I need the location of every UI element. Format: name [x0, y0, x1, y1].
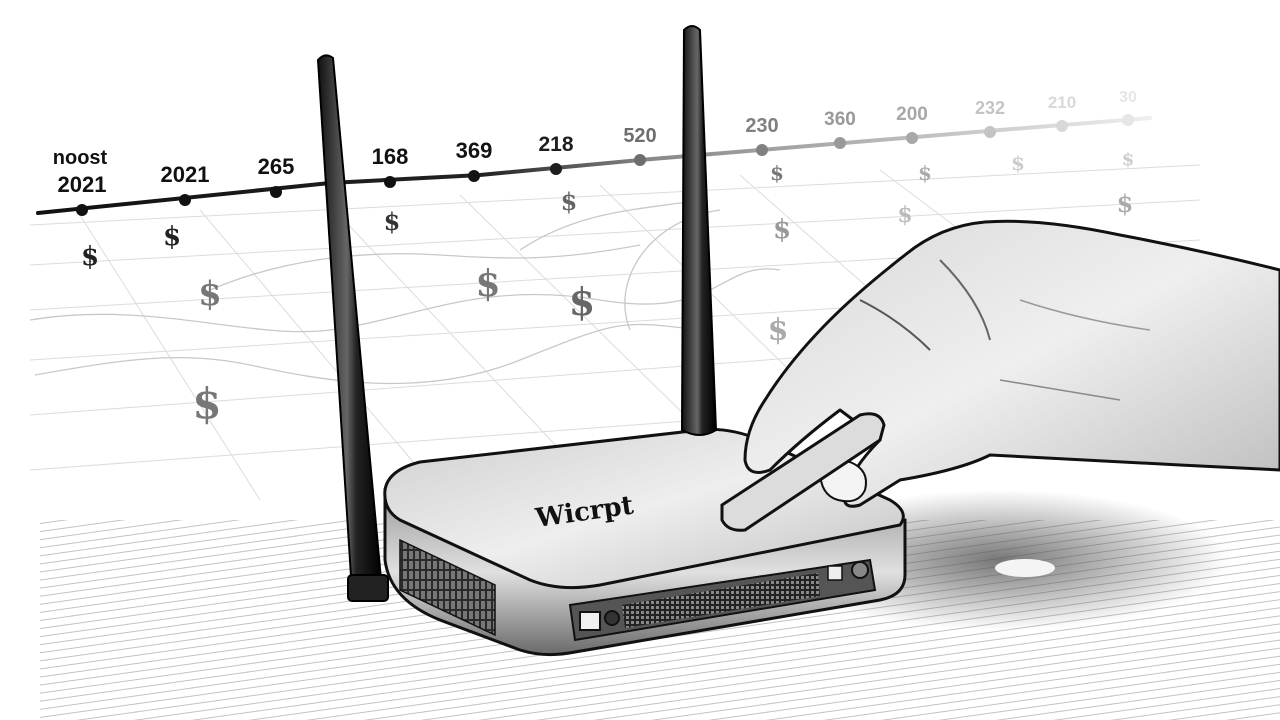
timeline-point: [384, 176, 396, 188]
timeline-points: [76, 114, 1134, 216]
timeline-point: [1056, 120, 1068, 132]
dollar-symbol: $: [569, 279, 595, 324]
timeline-point: [834, 137, 846, 149]
router-top: [383, 428, 905, 590]
timeline-label: 210: [1048, 93, 1076, 112]
light-spot: [995, 559, 1055, 577]
timeline-point: [270, 186, 282, 198]
timeline-label: 520: [623, 125, 656, 147]
timeline-point: [756, 144, 768, 156]
dollar-symbol: $: [918, 161, 932, 185]
dollar-symbol: $: [192, 379, 221, 428]
dollar-symbol: $: [384, 207, 401, 236]
dollar-symbol: $: [1122, 149, 1135, 170]
side-vent: [399, 538, 496, 637]
dollar-symbol: $: [198, 274, 222, 314]
timeline-point: [1122, 114, 1134, 126]
dollar-symbol: $: [81, 242, 99, 272]
timeline-point: [179, 194, 191, 206]
reset-button[interactable]: [851, 561, 869, 579]
antenna-right: [680, 25, 718, 436]
timeline-label: 218: [538, 133, 573, 156]
dollar-symbol: $: [475, 263, 500, 305]
timeline-point: [906, 132, 918, 144]
dollar-symbol: $: [1117, 189, 1134, 218]
front-port: [604, 610, 620, 626]
dollar-symbol: $: [163, 222, 181, 252]
dollar-symbol: $: [768, 313, 789, 348]
hand: [720, 219, 1280, 532]
timeline-point: [634, 154, 646, 166]
timeline-label: 30: [1119, 89, 1137, 106]
timeline-label: 2021: [58, 172, 107, 197]
timeline-label: 2021: [161, 162, 210, 187]
pressed-card: [720, 412, 886, 532]
antenna-left: [316, 54, 389, 602]
timeline-label: 369: [456, 138, 493, 163]
timeline-label: 200: [896, 104, 928, 125]
front-grill: [622, 573, 820, 628]
timeline-point: [76, 204, 88, 216]
dollar-symbol: $: [1011, 151, 1025, 175]
dollar-symbol: $: [773, 215, 791, 245]
status-led: [827, 565, 843, 581]
timeline-label: 230: [745, 115, 778, 137]
dollar-symbol: $: [770, 161, 784, 185]
timeline-point: [550, 163, 562, 175]
dollar-symbol: $: [561, 187, 578, 216]
trend-curves: [29, 199, 781, 385]
timeline-label: 232: [975, 98, 1005, 118]
timeline-label: 360: [824, 109, 856, 130]
timeline-point: [468, 170, 480, 182]
timeline-label: 168: [372, 144, 409, 169]
timeline-labels: 2021 noost 2021 265 168 369 218 520 230 360 200 232…: [53, 89, 1137, 197]
dollar-symbols: $$$$$$$$$$$$$$$$: [81, 149, 1134, 428]
router[interactable]: Wicrpt: [383, 428, 907, 657]
dollar-symbol: $: [897, 202, 912, 228]
timeline-label: 265: [258, 154, 295, 179]
power-button[interactable]: [579, 611, 601, 631]
timeline-point: [984, 126, 996, 138]
timeline-caption: noost: [53, 147, 108, 169]
